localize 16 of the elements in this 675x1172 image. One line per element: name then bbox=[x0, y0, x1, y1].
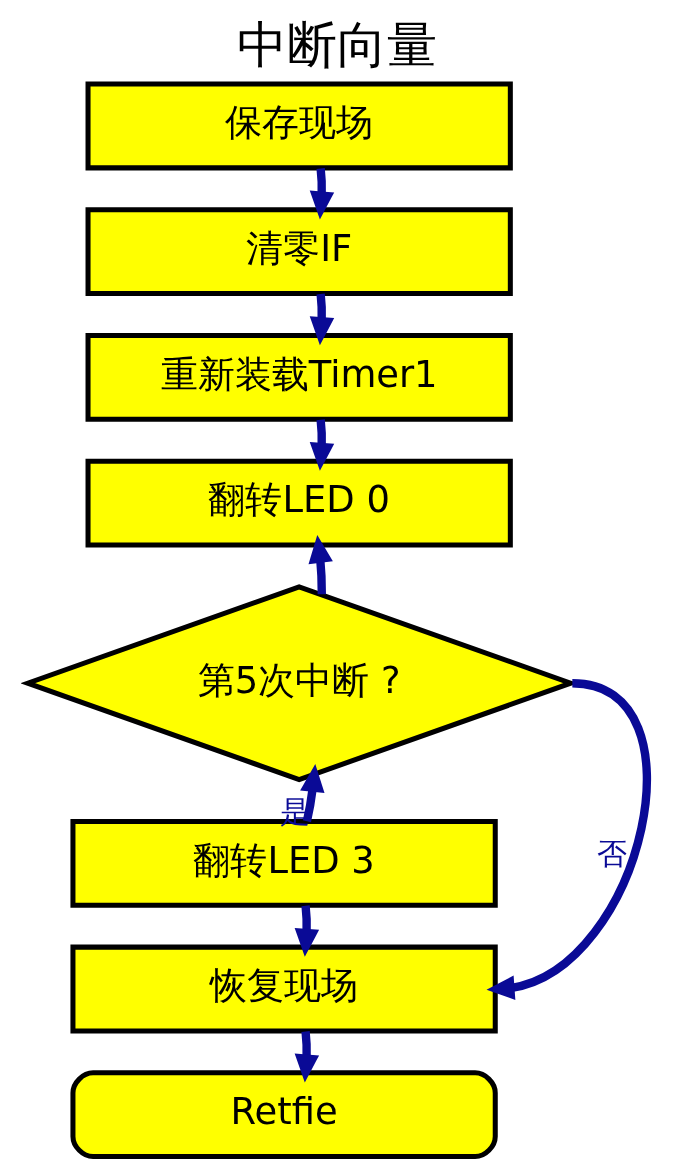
arrow bbox=[309, 419, 335, 471]
diagram-title: 中断向量 bbox=[237, 15, 438, 75]
arrow bbox=[294, 905, 320, 957]
arrow bbox=[486, 679, 651, 1000]
node-box: 恢复现场 bbox=[70, 944, 498, 1034]
node-box: 清零IF bbox=[85, 207, 513, 297]
node-box: Retfie bbox=[70, 1070, 498, 1160]
arrow bbox=[294, 1031, 320, 1083]
arrow bbox=[309, 167, 335, 220]
edge-label: 否 bbox=[596, 835, 627, 871]
arrow bbox=[300, 763, 325, 823]
node-box: 翻转LED 0 bbox=[85, 458, 513, 548]
arrow bbox=[308, 534, 333, 595]
node-box: 重新装载Timer1 bbox=[85, 332, 513, 422]
node-box: 保存现场 bbox=[85, 81, 513, 171]
arrow bbox=[309, 293, 335, 346]
